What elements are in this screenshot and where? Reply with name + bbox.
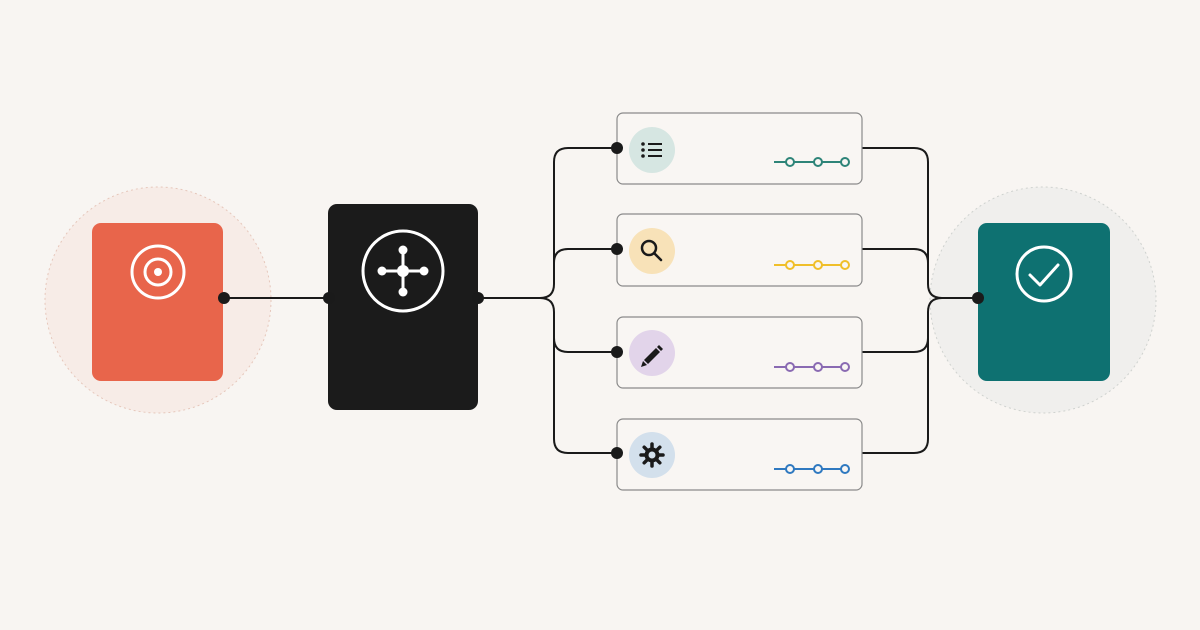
connector-task-4-result (862, 338, 929, 454)
target-icon (130, 244, 186, 300)
check-circle-icon (1015, 245, 1073, 303)
connector-task-2-result (862, 248, 929, 284)
task-card-settings[interactable] (616, 418, 863, 491)
port-task-1-in (611, 142, 623, 154)
port-task-2-in (611, 243, 623, 255)
task-card-edit[interactable] (616, 316, 863, 389)
hub-block[interactable] (328, 204, 478, 410)
connector-hub-task-3 (539, 297, 617, 353)
task-card-list[interactable] (616, 112, 863, 185)
port-task-3-in (611, 346, 623, 358)
connector-hub-task-4 (553, 338, 617, 454)
port-task-4-in (611, 447, 623, 459)
hub-network-icon (361, 229, 445, 313)
connectors (224, 147, 978, 454)
gear-icon (639, 442, 665, 468)
task-badge (629, 228, 675, 274)
connector-hub-task-2 (553, 248, 617, 284)
connection-ports (218, 142, 984, 459)
pencil-icon (641, 345, 663, 367)
connector-task-1-result (862, 147, 978, 299)
port-source-out (218, 292, 230, 304)
progress-track-edit (774, 362, 850, 372)
port-hub-in (323, 292, 335, 304)
port-result-in (972, 292, 984, 304)
progress-track-list (774, 157, 850, 167)
task-card-search[interactable] (616, 213, 863, 287)
port-hub-out (472, 292, 484, 304)
search-icon (640, 239, 663, 262)
progress-track-settings (774, 464, 850, 474)
list-icon (641, 142, 662, 158)
connector-hub-split (478, 147, 617, 299)
connector-task-3-result (862, 297, 943, 353)
source-block[interactable] (92, 223, 223, 381)
progress-track-search (774, 260, 850, 270)
